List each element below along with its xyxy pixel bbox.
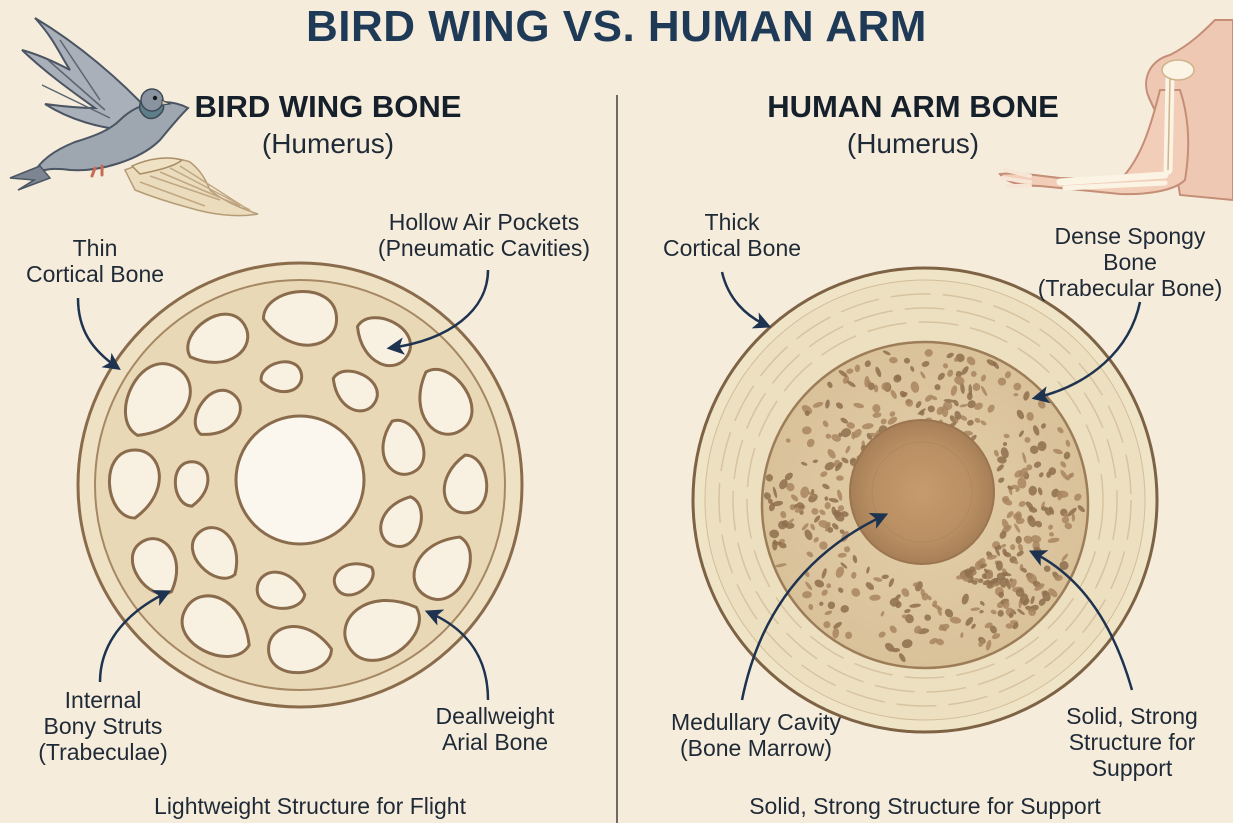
arrow-thin-cortical [78,298,118,368]
label-thick-cortical: Thick Cortical Bone [642,210,822,262]
label-solid-line3: Support [1040,756,1224,782]
label-spongy-line1: Dense Spongy [1028,224,1232,250]
trabecular-spot [996,561,1003,571]
label-thick-cortical-line1: Thick [642,210,822,236]
label-air-pockets-line1: Hollow Air Pockets [364,210,604,236]
trabecular-spot [772,540,777,551]
label-deallweight-line1: Deallweight [410,704,580,730]
label-struts-line3: (Trabeculae) [18,740,188,766]
bird-wing-skeleton-icon [125,158,258,216]
bird-footer-caption: Lightweight Structure for Flight [90,794,530,820]
central-hollow [236,416,364,544]
label-deallweight-bone: Deallweight Arial Bone [410,704,580,756]
arrow-thick-cortical [722,272,768,326]
label-internal-struts: Internal Bony Struts (Trabeculae) [18,688,188,765]
human-footer-caption: Solid, Strong Structure for Support [690,794,1160,820]
label-struts-line1: Internal [18,688,188,714]
label-medullary-line1: Medullary Cavity [646,710,866,736]
label-spongy-line3: (Trabecular Bone) [1028,276,1232,302]
label-thin-cortical-line2: Cortical Bone [10,262,180,288]
label-thin-cortical: Thin Cortical Bone [10,236,180,288]
trabecular-spot [836,475,844,480]
label-air-pockets-line2: (Pneumatic Cavities) [364,236,604,262]
human-panel-title: HUMAN ARM BONE [745,90,1081,125]
human-panel-subtitle: (Humerus) [745,128,1081,159]
label-thick-cortical-line2: Cortical Bone [642,236,822,262]
label-solid-line2: Structure for [1040,730,1224,756]
label-medullary-line2: (Bone Marrow) [646,736,866,762]
trabecular-spot [954,357,957,362]
label-spongy-line2: Bone [1028,250,1232,276]
label-deallweight-line2: Arial Bone [410,730,580,756]
bird-bone-cross-section [78,263,522,707]
label-struts-line2: Bony Struts [18,714,188,740]
page-title: BIRD WING VS. HUMAN ARM [0,2,1233,51]
label-thin-cortical-line1: Thin [10,236,180,262]
label-dense-spongy: Dense Spongy Bone (Trabecular Bone) [1028,224,1232,301]
label-hollow-air-pockets: Hollow Air Pockets (Pneumatic Cavities) [364,210,604,262]
label-medullary-cavity: Medullary Cavity (Bone Marrow) [646,710,866,762]
bird-panel-title: BIRD WING BONE [180,90,476,125]
label-solid-line1: Solid, Strong [1040,704,1224,730]
human-bone-cross-section [693,268,1157,732]
label-solid-strong: Solid, Strong Structure for Support [1040,704,1224,781]
trabecular-spot [967,392,973,400]
bird-panel-subtitle: (Humerus) [180,128,476,159]
